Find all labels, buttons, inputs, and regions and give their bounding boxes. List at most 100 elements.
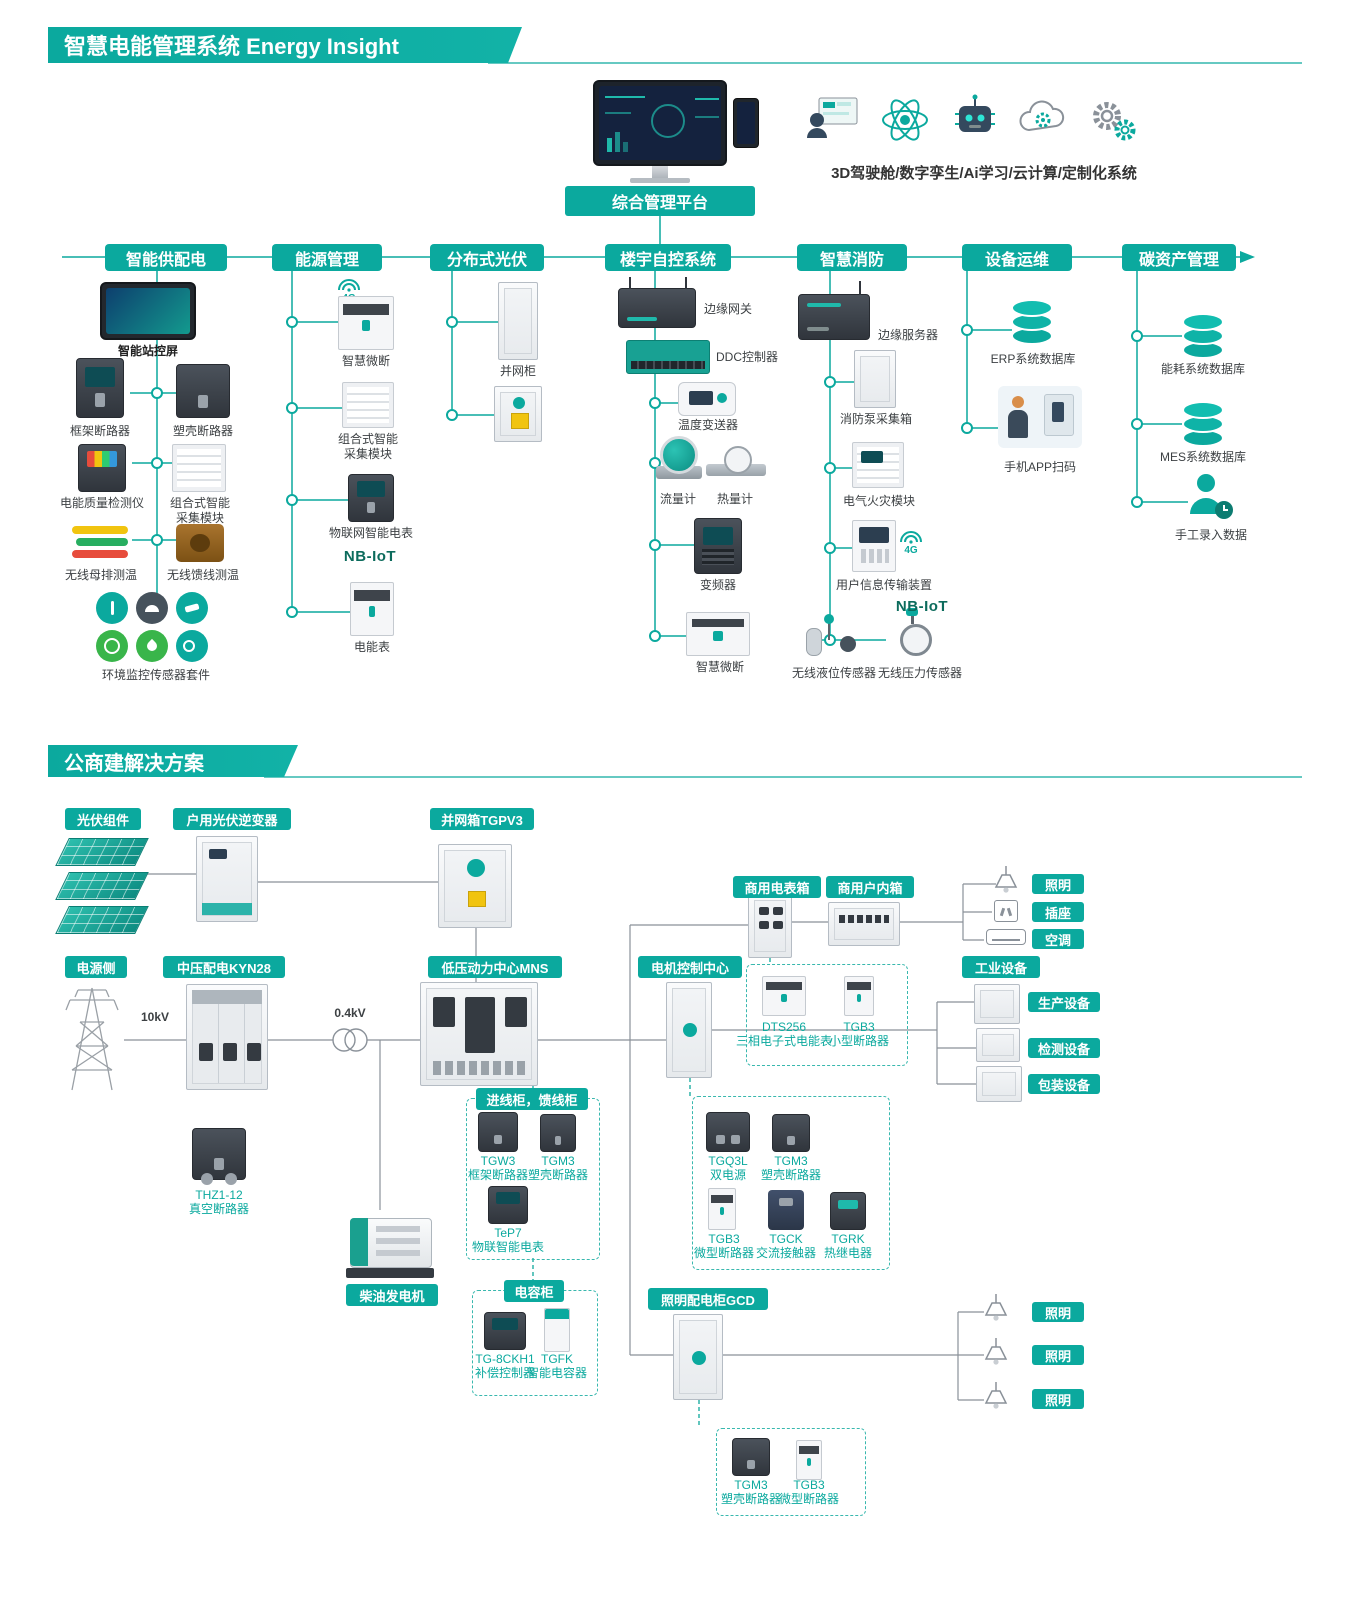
- solution-banner: 公商建解决方案: [48, 745, 298, 777]
- tg8ckh1-device: [484, 1312, 526, 1350]
- tep7-device: [488, 1186, 528, 1224]
- kyn28-cabinet: [186, 984, 268, 1090]
- cctv-camera-icon: [176, 592, 208, 624]
- tgrk-label: TGRK 热继电器: [823, 1232, 873, 1260]
- tgq3l-device: [706, 1112, 750, 1152]
- solution-banner-title: 公商建解决方案: [64, 752, 204, 775]
- platform-phone: [733, 98, 759, 148]
- pressure-sensor-label: 无线压力传感器: [877, 666, 963, 680]
- tep7-label: TeP7 物联智能电表: [471, 1226, 545, 1254]
- mes-db-label: MES系统数据库: [1159, 450, 1247, 464]
- thermometer-icon: [96, 592, 128, 624]
- tgrk-device: [830, 1192, 866, 1230]
- tgfk-label: TGFK 智能电容器: [526, 1352, 588, 1380]
- tgb3-small-device: [844, 976, 874, 1016]
- tgm3-feeder-device: [540, 1114, 576, 1152]
- indoor-box-device: [828, 902, 900, 946]
- station-screen-label: 智能站控屏: [117, 344, 179, 358]
- meter-components-box: [746, 964, 908, 1066]
- tgw3-device: [478, 1112, 518, 1152]
- temp-transmitter-label: 温度变送器: [677, 418, 739, 432]
- column-header-maintain: 设备运维: [962, 244, 1072, 271]
- industrial-button: 工业设备: [962, 956, 1040, 978]
- level-sensor-label: 无线液位传感器: [791, 666, 877, 680]
- top-banner-title: 智慧电能管理系统 Energy Insight: [64, 34, 399, 59]
- gears-icon: [1093, 102, 1136, 141]
- inspect-machine: [976, 1028, 1020, 1062]
- gcd-components-box: [716, 1428, 866, 1516]
- vfd-label: 变频器: [699, 578, 737, 592]
- ac-unit-icon: [986, 929, 1026, 945]
- pack-machine: [976, 1066, 1022, 1102]
- socket-icon: [994, 900, 1018, 922]
- pv-module-button: 光伏组件: [65, 808, 141, 830]
- transmission-tower-icon: [65, 987, 119, 1091]
- env-kit-label: 环境监控传感器套件: [101, 668, 211, 682]
- combo-module-label-2: 组合式智能采集模块: [337, 432, 398, 461]
- column-header-building: 楼宇自控系统: [605, 244, 731, 271]
- tgb3-micro-label: TGB3 微型断路器: [693, 1232, 755, 1260]
- lamp3-button: 照明: [1032, 1389, 1084, 1409]
- inverter-device: [196, 836, 258, 922]
- lighting-cabinet-button: 照明配电柜GCD: [648, 1288, 768, 1310]
- tgq3l-label: TGQ3L 双电源: [708, 1154, 748, 1182]
- thz-breaker-device: [192, 1128, 246, 1185]
- tgw3-label: TGW3 框架断路器: [467, 1154, 529, 1182]
- water-drop-icon: [136, 630, 168, 662]
- temp-transmitter-device: [678, 382, 736, 416]
- tgb3-micro-device: [708, 1188, 736, 1230]
- tgm3-mcc-device: [772, 1114, 810, 1152]
- column-header-energy: 能源管理: [272, 244, 382, 271]
- tech-caption: 3D驾驶舱/数字孪生/Ai学习/云计算/定制化系统: [831, 165, 1137, 182]
- incoming-cabinet-button: 进线柜，馈线柜: [476, 1088, 588, 1110]
- lamp2-button: 照明: [1032, 1345, 1084, 1365]
- tgb3-gcd-label: TGB3 微型断路器: [778, 1478, 840, 1506]
- dts256-label: DTS256 三相电子式电能表: [735, 1020, 833, 1048]
- smart-mcb-label-building: 智慧微断: [695, 660, 745, 674]
- tgb3-gcd-device: [796, 1440, 822, 1480]
- manual-entry-label: 手工录入数据: [1174, 528, 1248, 542]
- ddc-controller-device: [626, 340, 710, 374]
- column-header-power: 智能供配电: [105, 244, 227, 271]
- mv-voltage-label: 10kV: [140, 1010, 170, 1024]
- dts256-device: [762, 976, 806, 1016]
- edge-server-label: 边缘服务器: [878, 328, 939, 342]
- level-sensor-device: [798, 614, 864, 658]
- edge-gateway-label: 边缘网关: [704, 302, 753, 316]
- solution-wiring: [124, 873, 996, 1428]
- lv-voltage-label: 0.4kV: [334, 1006, 366, 1020]
- mns-cabinet: [420, 982, 538, 1086]
- monitor-base: [630, 178, 690, 183]
- iot-meter-device: [348, 474, 394, 522]
- pack-button: 包装设备: [1028, 1074, 1100, 1094]
- tgm3-feeder-label: TGM3 塑壳断路器: [527, 1154, 589, 1182]
- combo-module-device-1: [172, 444, 226, 492]
- top-section: 智慧电能管理系统 Energy Insight 综合管理平台: [0, 0, 1350, 740]
- busbar-temp-device: [70, 522, 132, 562]
- busbar-temp-label: 无线母排测温: [64, 568, 138, 582]
- ac-button: 空调: [1032, 929, 1084, 949]
- energy-meter-device: [350, 582, 394, 636]
- feeder-temp-label: 无线馈线测温: [166, 568, 240, 582]
- solution-section: 公商建解决方案: [0, 740, 1350, 1618]
- station-screen-device: [100, 282, 196, 340]
- fire-pump-box-label: 消防泵采集箱: [839, 412, 913, 426]
- electric-fire-label: 电气火灾模块: [842, 494, 916, 508]
- tgm3-gcd-device: [732, 1438, 770, 1476]
- solar-panel-row-2: [55, 872, 149, 900]
- power-side-button: 电源侧: [65, 956, 127, 978]
- frame-breaker-device: [76, 358, 124, 418]
- ddc-controller-label: DDC控制器: [716, 350, 778, 364]
- electric-fire-device: [852, 442, 904, 488]
- mccb-device: [176, 364, 230, 418]
- grid-cabinet-device: [498, 282, 538, 360]
- iot-meter-label: 物联网智能电表: [328, 526, 414, 540]
- user-info-label: 用户信息传输装置: [835, 578, 933, 592]
- cloud-computing-icon: [1019, 100, 1065, 132]
- flow-meter-device: [656, 436, 702, 488]
- component-name: 真空断路器: [188, 1202, 250, 1216]
- atom-icon: [882, 99, 928, 141]
- frame-breaker-label: 框架断路器: [69, 424, 131, 438]
- inverter-button: 户用光伏逆变器: [173, 808, 291, 830]
- tgfk-device: [544, 1308, 570, 1352]
